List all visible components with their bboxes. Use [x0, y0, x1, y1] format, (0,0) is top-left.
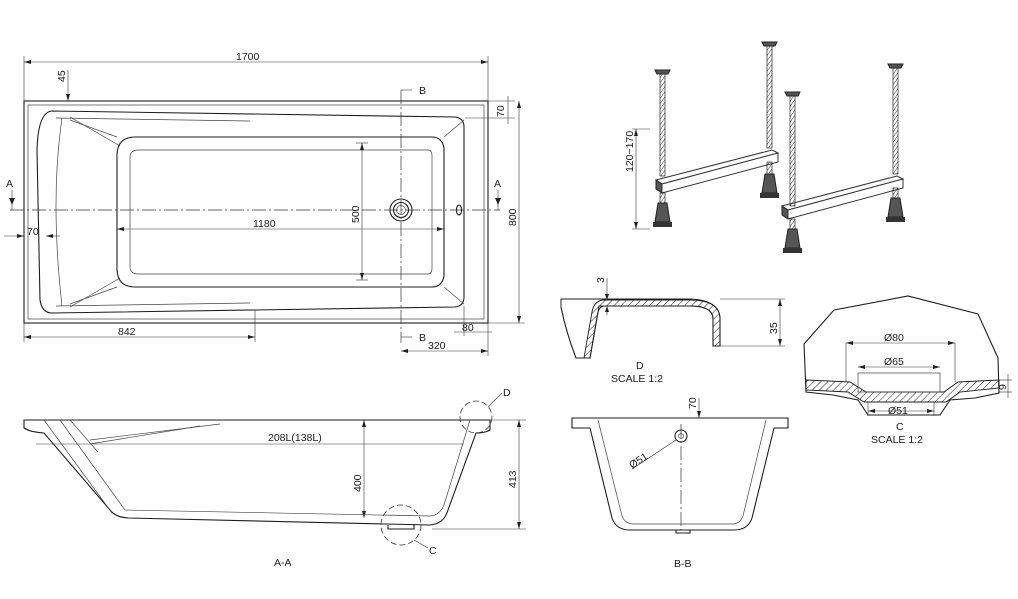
dim-bb-drain-dia: Ø51 [627, 451, 650, 472]
section-a-right-label: A [494, 178, 501, 190]
detail-d-view: 3 35 D SCALE 1:2 [560, 277, 785, 385]
dim-total-depth: 413 [507, 470, 519, 488]
section-aa-view: 208L(138L) 400 413 D C A-A [23, 387, 526, 569]
dim-detail-c-d80: Ø80 [884, 332, 904, 344]
section-bb-shell [571, 417, 789, 531]
dim-width: 800 [507, 208, 519, 226]
dim-detail-c-d51: Ø51 [888, 405, 908, 417]
detail-d-circle [459, 400, 493, 434]
plan-rim-inner-edge [36, 110, 465, 314]
dim-bb-rim: 70 [687, 397, 699, 409]
dim-right-rim: 80 [462, 322, 474, 334]
dim-inner-length: 1180 [253, 218, 276, 230]
leg-rod-3 [789, 95, 796, 207]
leg-foot-4 [886, 187, 905, 222]
detail-d-scale: SCALE 1:2 [611, 373, 663, 385]
section-bb-view: 70 Ø51 B-B [571, 397, 789, 570]
dim-detail-d-thickness: 3 [595, 277, 607, 283]
detail-c-scale: SCALE 1:2 [871, 434, 923, 446]
section-a-left-label: A [6, 178, 13, 190]
detail-d-hatch [583, 299, 721, 359]
leg-foot-3 [783, 218, 802, 253]
section-aa-shell [23, 419, 491, 526]
leg-foot-1 [653, 192, 672, 227]
detail-d-marker: D [503, 387, 511, 399]
capacity-label: 208L(138L) [268, 432, 322, 444]
detail-c-title: C [896, 421, 904, 433]
dim-overflow-position: 320 [428, 340, 446, 352]
legs-assembly: 120~170 [624, 41, 905, 253]
dim-rim-side: 70 [495, 105, 507, 117]
section-aa-label: A-A [274, 557, 292, 569]
dim-rim-end: 45 [56, 70, 68, 82]
leg-foot-2 [760, 161, 779, 198]
dim-detail-c-h9: 9 [997, 384, 1009, 390]
section-b-bottom-label: B [419, 332, 426, 344]
dim-detail-c-d65: Ø65 [884, 356, 904, 368]
detail-c-circle [380, 504, 422, 546]
dim-inner-depth: 400 [352, 474, 364, 492]
section-bb-label: B-B [674, 558, 692, 570]
leg-rod-4 [892, 67, 899, 175]
detail-d-outline [560, 298, 721, 359]
dim-drain-position: 842 [118, 326, 136, 338]
plan-outer-rim [23, 100, 489, 324]
plan-view: A A B B 1700 45 70 800 500 [4, 51, 525, 356]
dim-leg-height: 120~170 [624, 131, 636, 172]
dim-detail-d-height: 35 [768, 322, 780, 334]
detail-c-outline [803, 295, 1000, 416]
detail-c-view: Ø80 Ø65 Ø51 9 C SCALE 1:2 [803, 295, 1012, 446]
leg-rod-1 [659, 73, 666, 177]
plan-basin-floor [129, 149, 433, 275]
section-b-top-label: B [419, 85, 426, 97]
dim-left-rim: 70 [27, 226, 39, 238]
dim-inner-width: 500 [350, 205, 362, 223]
detail-c-marker: C [429, 545, 437, 557]
plan-basin-edge [116, 136, 445, 288]
leg-rod-2 [766, 45, 773, 149]
dim-overall-length: 1700 [236, 51, 260, 63]
detail-d-title: D [636, 360, 644, 372]
